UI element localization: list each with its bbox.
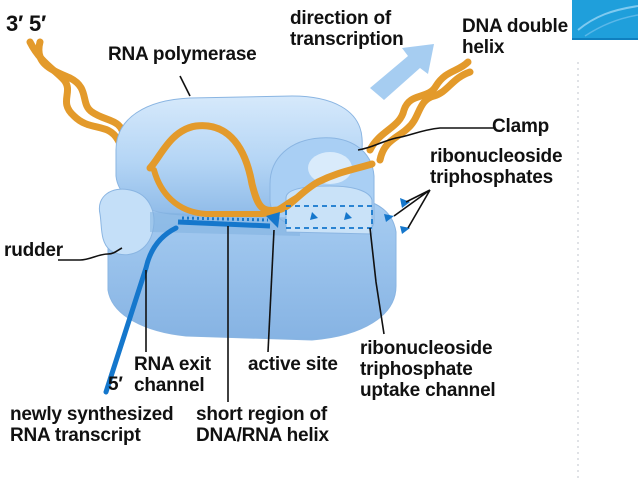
dna-rna-hybrid [177,216,271,229]
short-region-line-2: DNA/RNA helix [196,425,329,446]
uptake-channel-line-2: triphosphate [360,359,473,380]
direction-line-1: direction of [290,8,392,29]
base-pair-ticks [181,216,269,222]
ntp-arrow [400,198,410,208]
leader-uptake-channel [369,227,385,335]
ribo-triphosphates-line-1: ribonucleoside [430,146,563,167]
rna-transcript-strand [103,225,179,395]
dna-strand-downstream-b [376,68,474,164]
uptake-channel-cut [285,185,373,235]
ntp-arrow [400,226,410,234]
short-region-line-1: short region of [196,404,328,425]
slide-accent-decoration [572,0,638,478]
dna-helix-line-1: DNA double [462,16,569,37]
leader-rna-polymerase [179,75,191,97]
uptake-channel-line-1: ribonucleoside [360,338,493,359]
accent-block [572,0,638,38]
accent-swoosh-2 [584,14,638,37]
ntp-arrow [384,214,394,222]
clamp-label: Clamp [492,116,550,137]
rna-five-prime-label: 5′ [108,374,123,395]
ribo-triphosphates-label: ribonucleoside triphosphates [430,146,563,188]
accent-divider [572,38,638,40]
dna-downstream-helix [366,58,474,164]
leader-ntp [393,189,431,229]
ntp-arrow [310,212,318,220]
uptake-channel-line-3: uptake channel [360,380,496,401]
dna-nontemplate-strand-through [151,167,299,217]
strand-ends-label: 3′ 5′ [6,11,47,36]
rna-polymerase-label: RNA polymerase [108,44,257,65]
accent-swoosh [577,5,638,31]
dna-helix-label: DNA double helix [462,16,568,58]
rudder-label: rudder [4,240,63,261]
ntp-arrows-outside [384,198,410,234]
dna-template-strand-through [146,122,376,214]
transcription-direction-arrow [370,44,434,100]
uptake-channel-label: ribonucleoside triphosphate uptake chann… [360,338,496,401]
dna-strand-downstream-a [366,58,472,154]
short-region-label: short region of DNA/RNA helix [196,404,329,446]
leader-rudder [58,247,123,261]
rna-exit-label: RNA exit channel [134,354,211,396]
polymerase-rudder-lobe [98,188,155,256]
active-site-label: active site [248,354,338,375]
newly-synthesized-line-1: newly synthesized [10,404,174,425]
dna-helix-line-2: helix [462,37,505,58]
newly-synthesized-line-2: RNA transcript [10,425,141,446]
rna-exit-line-1: RNA exit [134,354,211,375]
leader-clamp [357,127,494,151]
leader-active-site [267,229,275,353]
newly-synthesized-label: newly synthesized RNA transcript [10,404,174,446]
active-site-marker [266,212,280,228]
ntp-arrow [344,212,352,220]
rna-strand-hybrid [177,219,271,229]
rna-exit-line-2: channel [134,375,205,396]
ribo-triphosphates-line-2: triphosphates [430,167,554,188]
direction-line-2: transcription [290,29,404,50]
leader-lines [58,75,494,402]
ntp-arrows-inside [310,212,352,220]
direction-label: direction of transcription [290,8,404,50]
